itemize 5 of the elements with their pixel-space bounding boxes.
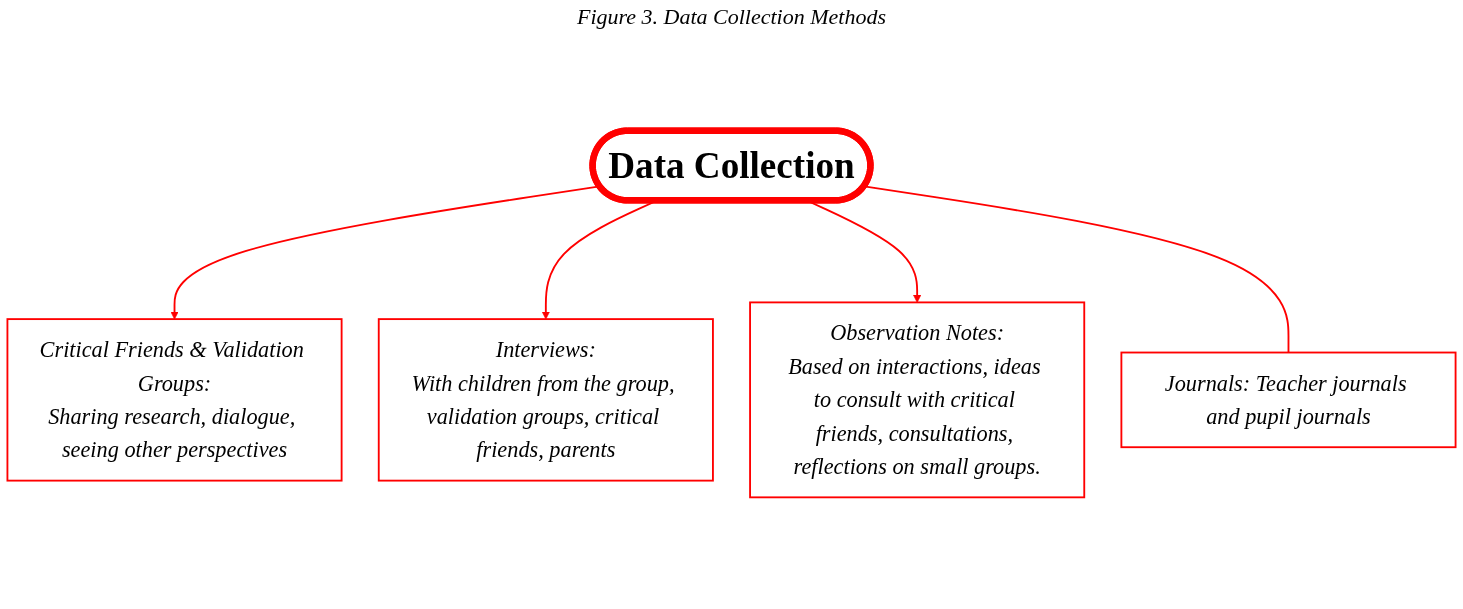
node-box: Critical Friends & Validation Groups: Sharing research, dialogue, seeing other perspectives bbox=[6, 318, 343, 482]
node-box: Interviews: With children from the group, validation groups, critical friends, parents bbox=[377, 318, 714, 482]
node-box: Journals: Teacher journals and pupil journals bbox=[1120, 351, 1457, 449]
node-box: Observation Notes: Based on interactions, ideas to consult with critical friends, consultations, reflections on small groups. bbox=[749, 301, 1086, 499]
figure-title: Figure 3. Data Collection Methods bbox=[576, 4, 887, 30]
